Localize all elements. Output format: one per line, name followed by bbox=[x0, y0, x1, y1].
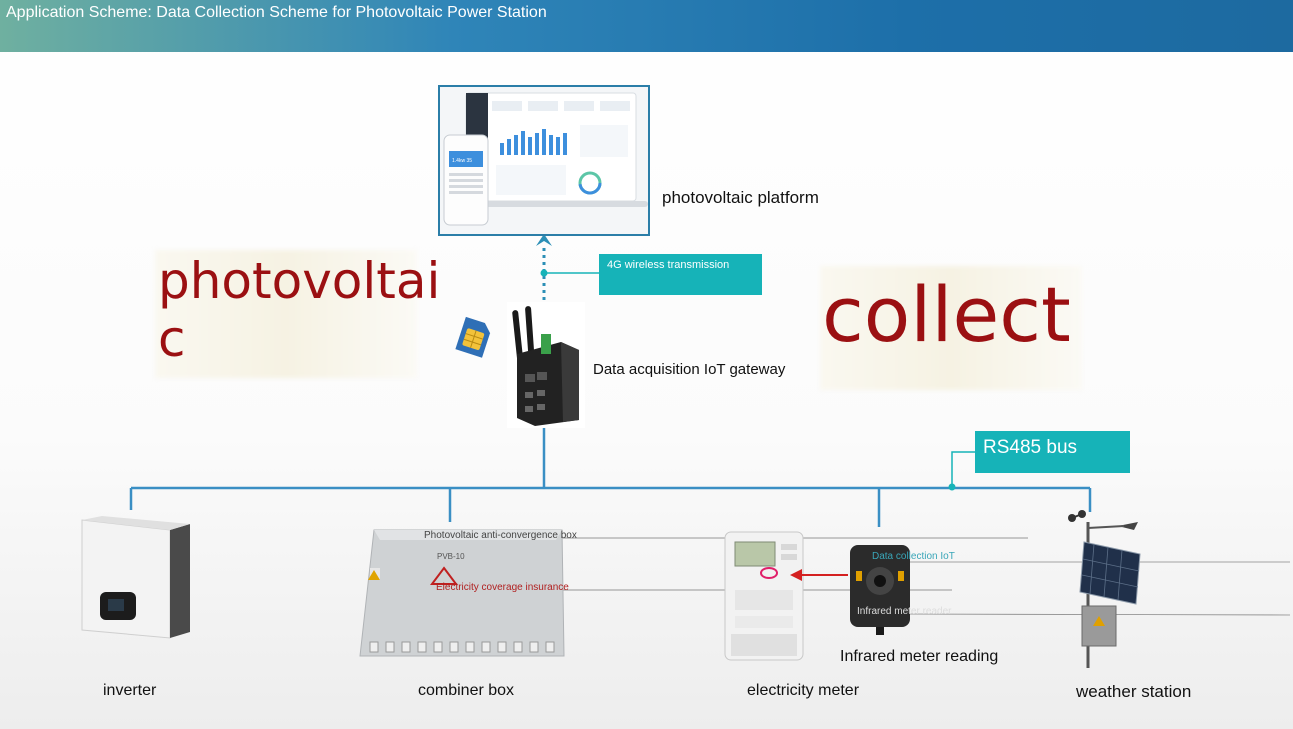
electricity-meter-label: electricity meter bbox=[747, 682, 859, 700]
wireless-transmission-label: 4G wireless transmission bbox=[607, 259, 729, 271]
combiner-box-device bbox=[356, 528, 568, 668]
combiner-overlay-line2: Electricity coverage insurance bbox=[436, 582, 569, 593]
weather-station-device bbox=[1058, 508, 1148, 672]
bus-label-leader bbox=[952, 452, 975, 487]
meter-overlay-line2: Infrared meter reader bbox=[857, 606, 952, 617]
platform-screenshot: 1.4kw 35 bbox=[438, 85, 650, 236]
infrared-reading-label: Infrared meter reading bbox=[840, 648, 998, 666]
headline-left-line1: photovoltai bbox=[158, 252, 440, 310]
headline-right: collect bbox=[822, 272, 1071, 358]
rs485-bus-box: RS485 bus bbox=[975, 431, 1130, 473]
weather-station-label: weather station bbox=[1076, 682, 1191, 702]
combiner-box-label: combiner box bbox=[418, 682, 514, 700]
electricity-meter-device bbox=[723, 530, 805, 662]
combiner-model-label: PVB-10 bbox=[437, 552, 465, 561]
rs485-bus-label: RS485 bus bbox=[983, 437, 1077, 459]
inverter-device bbox=[78, 516, 192, 640]
platform-label: photovoltaic platform bbox=[662, 188, 819, 208]
inverter-label: inverter bbox=[103, 682, 156, 700]
phone-screen-value: 1.4kw 35 bbox=[452, 158, 472, 164]
gateway-label: Data acquisition IoT gateway bbox=[593, 361, 785, 378]
headline-left: photovoltai c bbox=[158, 252, 440, 368]
headline-left-line2: c bbox=[158, 310, 440, 368]
iot-gateway-device bbox=[507, 302, 585, 428]
sim-card-icon bbox=[450, 314, 496, 360]
dashboard-mockup: 1.4kw 35 bbox=[440, 87, 648, 234]
infrared-arrow bbox=[790, 565, 850, 585]
wireless-transmission-box: 4G wireless transmission bbox=[599, 254, 762, 295]
meter-overlay-line1: Data collection IoT bbox=[872, 551, 955, 562]
combiner-overlay-line1: Photovoltaic anti-convergence box bbox=[424, 530, 577, 541]
